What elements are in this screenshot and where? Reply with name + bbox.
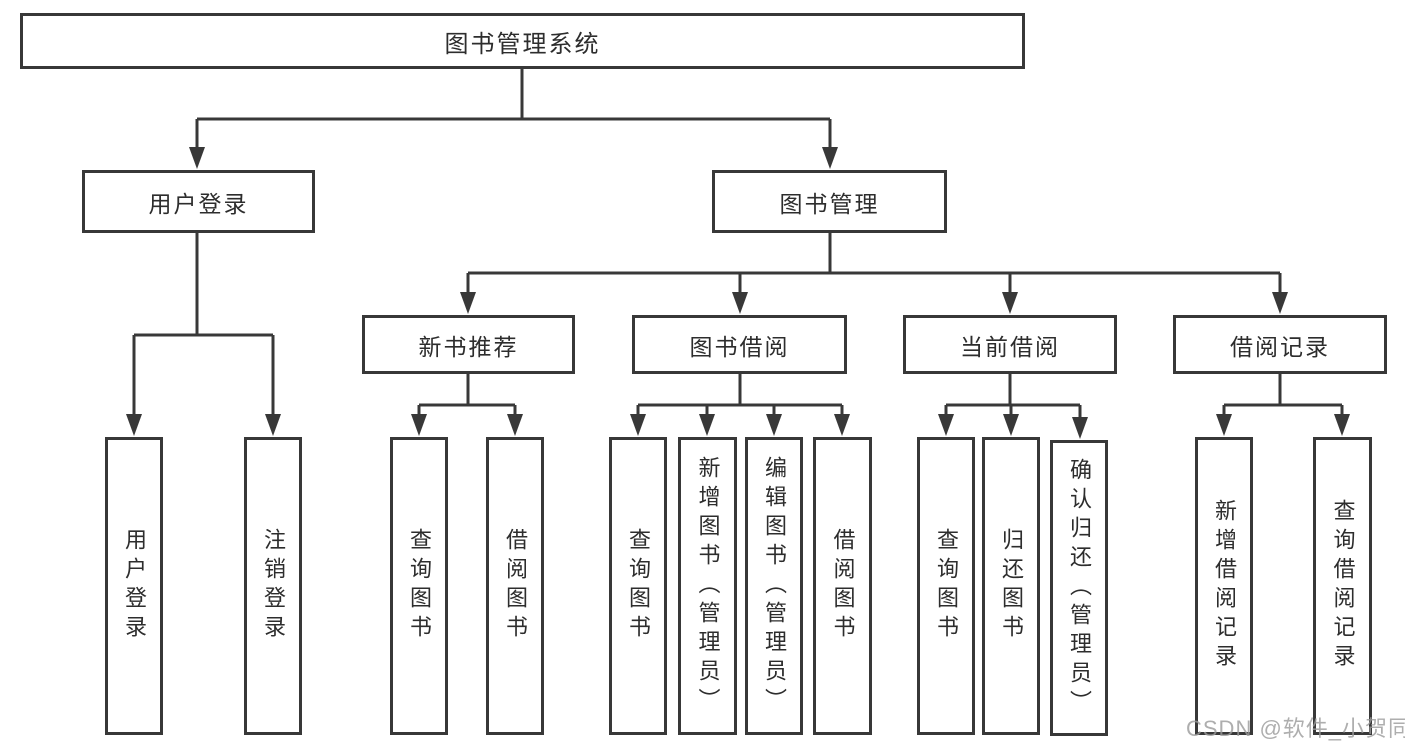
leaf-query-books-borrow: 查询图书	[609, 437, 667, 735]
leaf-user-login-action-label: 用户登录	[122, 528, 147, 644]
leaf-borrow-books-recommend: 借阅图书	[486, 437, 544, 735]
leaf-add-book-admin-label: 新增图书（管理员）	[695, 455, 721, 717]
leaf-query-books-recommend: 查询图书	[390, 437, 448, 735]
leaf-borrow-books-recommend-label: 借阅图书	[503, 528, 528, 644]
leaf-borrow-books-action-label: 借阅图书	[830, 528, 856, 644]
leaf-borrow-books-action: 借阅图书	[813, 437, 872, 735]
leaf-return-books: 归还图书	[982, 437, 1040, 735]
leaf-logout-action: 注销登录	[244, 437, 302, 735]
node-borrow-records-label: 借阅记录	[1230, 333, 1330, 360]
leaf-logout-action-label: 注销登录	[261, 528, 286, 644]
watermark: CSDN @软件_小贺同学	[1186, 716, 1405, 741]
node-current-borrow-label: 当前借阅	[960, 333, 1060, 360]
node-book-borrow-label: 图书借阅	[689, 333, 790, 360]
node-root-label: 图书管理系统	[444, 30, 601, 58]
node-root: 图书管理系统	[20, 13, 1025, 69]
leaf-return-books-label: 归还图书	[999, 528, 1024, 644]
leaf-edit-book-admin-label: 编辑图书（管理员）	[762, 455, 787, 717]
node-new-book-recommend-label: 新书推荐	[418, 333, 519, 360]
node-new-book-recommend: 新书推荐	[362, 315, 575, 374]
leaf-add-borrow-record-label: 新增借阅记录	[1212, 499, 1237, 673]
leaf-query-borrow-record: 查询借阅记录	[1313, 437, 1372, 735]
leaf-add-borrow-record: 新增借阅记录	[1195, 437, 1253, 735]
leaf-user-login-action: 用户登录	[105, 437, 163, 735]
leaf-confirm-return-admin: 确认归还（管理员）	[1050, 440, 1108, 736]
node-book-borrow: 图书借阅	[632, 315, 847, 374]
leaf-query-books-recommend-label: 查询图书	[407, 528, 432, 644]
node-book-management-label: 图书管理	[779, 190, 880, 217]
leaf-query-borrow-record-label: 查询借阅记录	[1330, 499, 1356, 673]
leaf-add-book-admin: 新增图书（管理员）	[678, 437, 737, 735]
node-book-management: 图书管理	[712, 170, 947, 233]
node-borrow-records: 借阅记录	[1173, 315, 1387, 374]
leaf-query-books-current: 查询图书	[917, 437, 975, 735]
node-user-login: 用户登录	[82, 170, 315, 233]
leaf-confirm-return-admin-label: 确认归还（管理员）	[1067, 457, 1092, 719]
node-user-login-label: 用户登录	[148, 190, 249, 217]
leaf-edit-book-admin: 编辑图书（管理员）	[745, 437, 803, 735]
node-current-borrow: 当前借阅	[903, 315, 1117, 374]
leaf-query-books-current-label: 查询图书	[934, 528, 959, 644]
leaf-query-books-borrow-label: 查询图书	[626, 528, 651, 644]
